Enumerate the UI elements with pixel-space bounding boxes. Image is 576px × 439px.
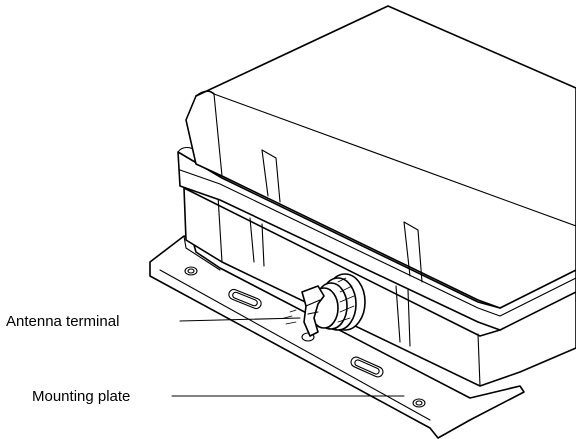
antenna-terminal-shape: [283, 273, 366, 337]
upper-housing-shape: [185, 5, 576, 309]
lower-housing-shape: [183, 187, 576, 387]
mounting-plate-label: Mounting plate: [32, 388, 130, 405]
antenna-terminal-label: Antenna terminal: [6, 313, 119, 330]
callout-leaders: [171, 317, 405, 397]
antenna-terminal-leader: [179, 317, 301, 322]
